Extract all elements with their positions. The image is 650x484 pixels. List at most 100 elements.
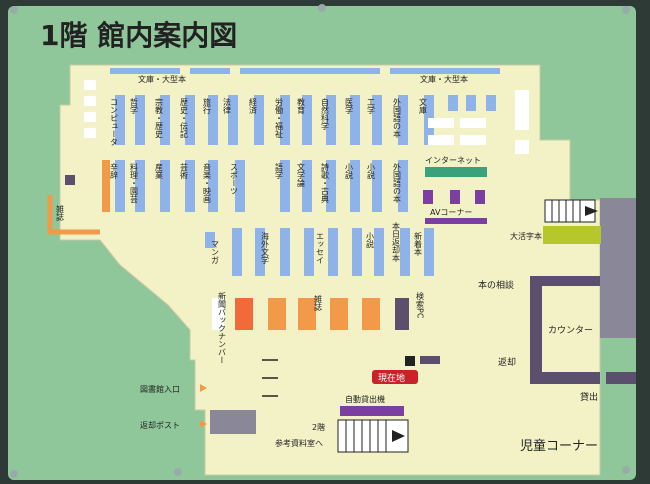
shelf-unit: [486, 95, 496, 111]
shelf-unit: [398, 160, 408, 212]
label-soudan: 本の相談: [478, 279, 514, 291]
shelf-category-label: コンピュータ: [110, 98, 119, 146]
shelf-unit: [208, 160, 218, 212]
label-kaigai: 海外文学: [261, 231, 270, 264]
counter-ext: [606, 372, 636, 384]
large-print-shelf: [543, 226, 601, 244]
internet-desk: [425, 167, 487, 177]
shelf-unit: [235, 160, 245, 212]
shelf-category-label: 法律: [223, 97, 232, 115]
shelf-unit: [374, 228, 384, 276]
map-title: 1階 館内案内図: [40, 19, 237, 52]
shelf-unit: [135, 160, 145, 212]
label-av: AVコーナー: [430, 208, 472, 217]
label-jidou: 自動貸出機: [345, 394, 385, 404]
shelf-category-label: スポーツ: [230, 163, 239, 195]
shelf-unit: [302, 95, 312, 145]
shelf-unit: [398, 95, 408, 145]
label-zasshi-left: 雑誌: [56, 204, 65, 221]
shelf-category-label: 外国語の本: [393, 97, 402, 139]
shelf-unit: [232, 228, 242, 276]
entrance-arrow-icon: [200, 384, 207, 392]
shelf-unit: [160, 160, 170, 212]
fixture: [460, 135, 486, 145]
shelf-unit: [328, 228, 338, 276]
shelf-unit: [280, 95, 290, 145]
shelf-row-3: [205, 228, 434, 276]
shelf-row-2: [115, 160, 408, 212]
shelf-unit: [135, 95, 145, 145]
shelf-unit: [326, 95, 336, 145]
search-pc: [395, 298, 409, 330]
fixture: [84, 96, 96, 106]
screw-icon: [622, 6, 630, 14]
magazine-shelf-l: [47, 195, 100, 235]
label-backnumber: 新聞バックナンバー: [218, 291, 227, 364]
shelf-unit: [160, 95, 170, 145]
shelf-unit: [466, 95, 476, 111]
label-honhi: 本日返却本: [392, 221, 401, 263]
top-shelf-bar: [110, 68, 180, 74]
magazine-shelf: [102, 160, 110, 212]
wall-block: [600, 198, 636, 338]
fixture-dark: [420, 356, 440, 364]
return-arrow-icon: [200, 420, 207, 428]
shelf-category-label: 歴史・伝記: [180, 98, 189, 138]
shelf-unit: [372, 160, 382, 212]
label-henkyaku: 返却: [498, 356, 516, 368]
shelf-unit: [254, 95, 264, 145]
top-label-left: 文庫・大型本: [138, 74, 186, 84]
shelf-unit: [448, 95, 458, 111]
magazine-shelf: [330, 298, 348, 330]
screw-icon: [174, 468, 182, 476]
stairs-lower: [337, 419, 409, 453]
shelf-unit: [352, 228, 362, 276]
shelf-category-label: 旅行: [203, 97, 212, 115]
label-genzaichi: 現在地: [378, 372, 405, 384]
shelf-category-label: 工学: [367, 98, 376, 114]
shelf-category-label: 小説: [345, 163, 354, 180]
fixture: [212, 298, 224, 330]
magazine-shelf: [268, 298, 286, 330]
fixture: [515, 90, 529, 130]
shelf-unit: [185, 95, 195, 145]
label-kensaku: 検索PC: [416, 291, 425, 319]
shelf-category-label: 宗教・歴史: [155, 97, 164, 139]
label-shosetsu: 小説: [366, 232, 375, 249]
self-checkout: [340, 406, 404, 416]
shelf-unit: [255, 228, 265, 276]
shelf-category-label: 産業: [155, 162, 164, 180]
shelf-category-label: 自然科学: [321, 97, 330, 130]
label-shinkan: 新着本: [414, 231, 423, 257]
stairs-arrow-icon: [585, 206, 598, 216]
fixture: [460, 118, 486, 128]
screw-icon: [10, 6, 18, 14]
stairs-arrow-icon: [392, 430, 405, 442]
magazine-shelf: [362, 298, 380, 330]
shelf-category-label: 詩歌・古典: [321, 162, 330, 204]
av-seat: [423, 190, 433, 204]
shelf-unit: [208, 95, 218, 145]
shelf-unit: [326, 160, 336, 212]
shelf-category-label: 音楽・映画: [203, 162, 212, 204]
label-entrance: 図書館入口: [140, 384, 180, 394]
label-zasshi: 雑誌: [314, 294, 323, 311]
label-kashidashi: 貸出: [580, 391, 598, 403]
screw-icon: [318, 4, 326, 12]
shelf-unit: [115, 160, 125, 212]
magazine-shelf: [298, 298, 316, 330]
shelf-category-label: 料理・園芸: [130, 162, 139, 204]
current-location-badge: [372, 370, 418, 384]
top-shelf-bar: [190, 68, 230, 74]
top-shelf-bar: [390, 68, 500, 74]
label-manga: マンガ: [211, 240, 220, 264]
shelf-category-label: 芸術: [180, 162, 189, 180]
screw-icon: [10, 470, 18, 478]
shelf-category-label: 医学: [345, 98, 354, 114]
shelf-category-label: 小説: [367, 163, 376, 180]
shelf-category-label: 文庫: [419, 97, 428, 115]
current-location-marker-icon: [405, 356, 415, 366]
top-shelf-bar: [240, 68, 380, 74]
